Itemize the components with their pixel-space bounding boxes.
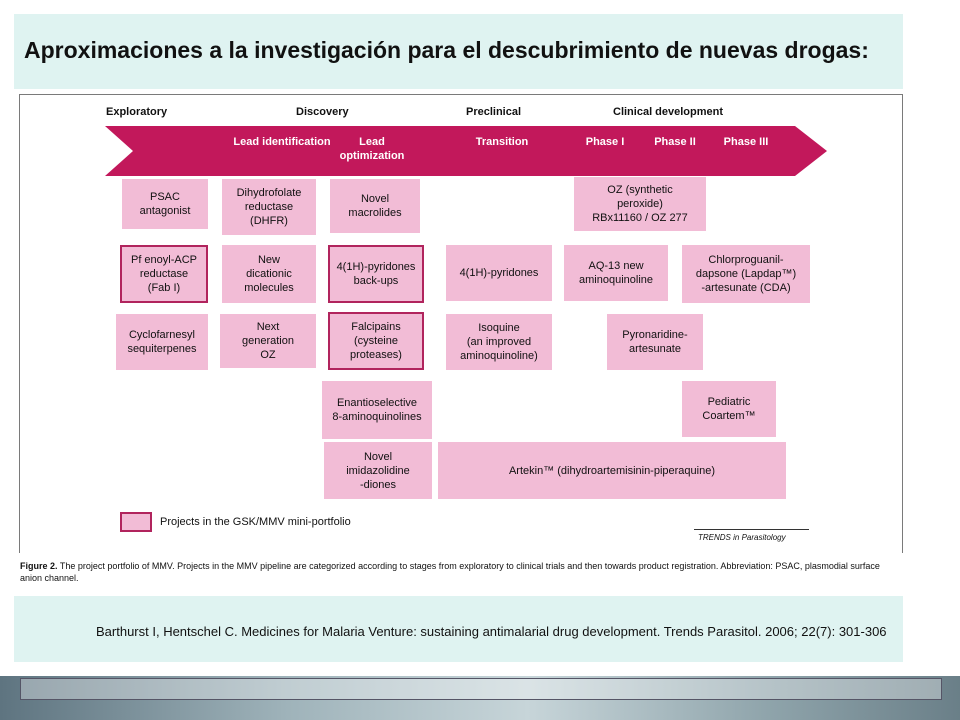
phase-transition: Transition	[475, 136, 529, 148]
box-psac-antagonist: PSAC antagonist	[122, 179, 208, 229]
box-pyronaridine-artesunate: Pyronaridine- artesunate	[607, 314, 703, 370]
phase-i: Phase I	[585, 136, 625, 148]
box-isoquine: Isoquine (an improved aminoquinoline)	[446, 314, 552, 370]
box-dhfr: Dihydrofolate reductase (DHFR)	[222, 179, 316, 235]
stage-clinical-development: Clinical development	[613, 106, 724, 118]
box-enantioselective: Enantioselective 8-aminoquinolines	[322, 381, 432, 439]
box-pyridones-backups: 4(1H)-pyridones back-ups	[328, 245, 424, 303]
phase-iii: Phase III	[723, 136, 769, 148]
decorative-footer-frame	[20, 678, 942, 700]
legend-swatch	[120, 512, 152, 532]
figure-caption: Figure 2. The project portfolio of MMV. …	[20, 560, 900, 584]
box-oz-synthetic-peroxide: OZ (synthetic peroxide) RBx11160 / OZ 27…	[574, 177, 706, 231]
box-cyclofarnesyl: Cyclofarnesyl sequiterpenes	[116, 314, 208, 370]
pipeline-arrow	[105, 126, 827, 176]
phase-ii: Phase II	[654, 136, 696, 148]
stage-preclinical: Preclinical	[466, 106, 522, 118]
box-cda: Chlorproguanil- dapsone (Lapdap™) -artes…	[682, 245, 810, 303]
phase-lead-optimization: Lead optimization	[339, 136, 405, 162]
box-artekin: Artekin™ (dihydroartemisinin-piperaquine…	[438, 442, 786, 499]
caption-bold: Figure 2.	[20, 561, 58, 571]
box-aq-13: AQ-13 new aminoquinoline	[564, 245, 668, 301]
box-falcipains: Falcipains (cysteine proteases)	[328, 312, 424, 370]
stage-discovery: Discovery	[296, 106, 349, 118]
source-label: TRENDS in Parasitology	[698, 533, 786, 542]
reference-band	[14, 596, 903, 662]
title-band	[14, 14, 903, 89]
box-next-generation-oz: Next generation OZ	[220, 314, 316, 368]
box-pediatric-coartem: Pediatric Coartem™	[682, 381, 776, 437]
legend-label: Projects in the GSK/MMV mini-portfolio	[160, 516, 351, 528]
slide-title: Aproximaciones a la investigación para e…	[24, 37, 869, 63]
decorative-footer	[0, 676, 960, 720]
box-novel-macrolides: Novel macrolides	[330, 179, 420, 233]
phase-lead-identification: Lead identification	[233, 136, 331, 148]
caption-band	[14, 553, 903, 593]
box-dicationic-molecules: New dicationic molecules	[222, 245, 316, 303]
pipeline-figure: Exploratory Discovery Preclinical Clinic…	[19, 94, 903, 554]
caption-text: The project portfolio of MMV. Projects i…	[20, 561, 880, 583]
source-rule	[694, 529, 809, 530]
pipeline-arrow-shape	[105, 126, 827, 176]
box-imidazolidine-diones: Novel imidazolidine -diones	[324, 442, 432, 499]
stage-exploratory: Exploratory	[106, 106, 168, 118]
box-pyridones: 4(1H)-pyridones	[446, 245, 552, 301]
box-fab-i: Pf enoyl-ACP reductase (Fab I)	[120, 245, 208, 303]
reference-text: Barthurst I, Hentschel C. Medicines for …	[96, 624, 887, 639]
